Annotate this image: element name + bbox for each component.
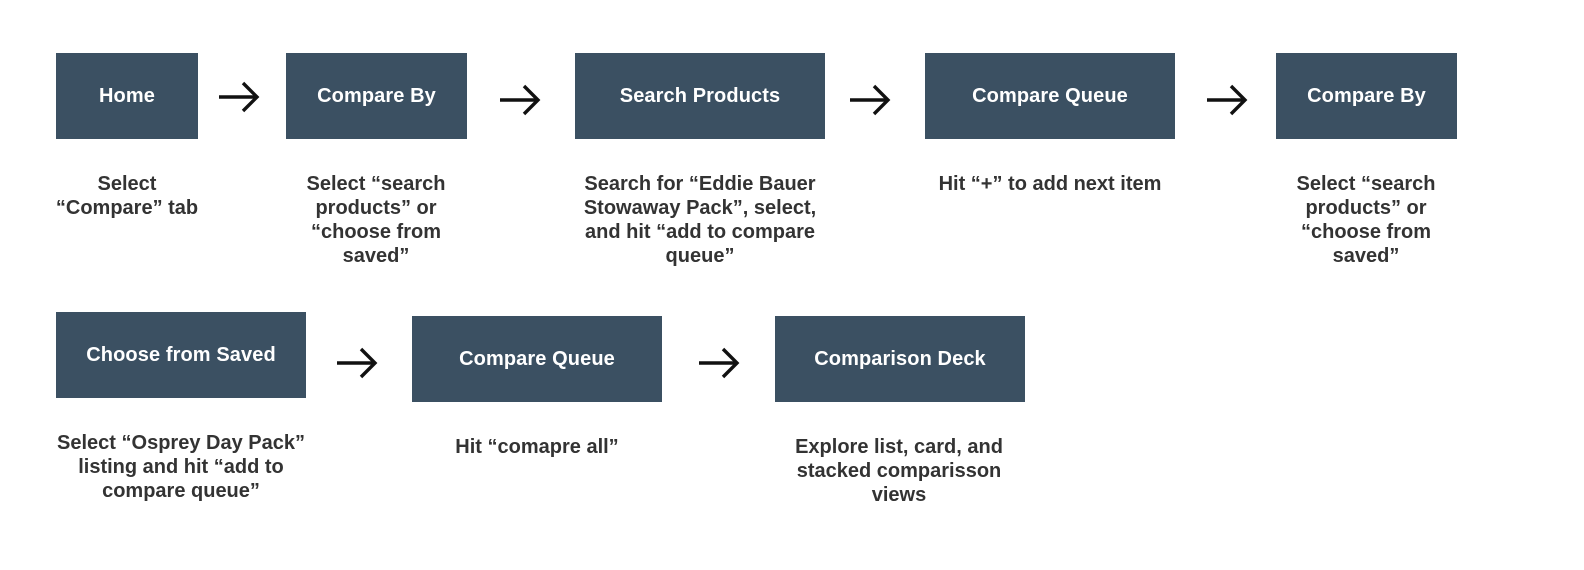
step-box-home: Home [56, 53, 198, 139]
step-box-compare-queue: Compare Queue [925, 53, 1175, 139]
arrow-right-icon [697, 346, 741, 380]
step-box-comparison-deck: Comparison Deck [775, 316, 1025, 402]
arrow-right-icon [1205, 83, 1249, 117]
arrow-right-icon [498, 83, 542, 117]
arrow-right-icon [217, 80, 261, 114]
caption-choose-from-saved: Select “Osprey Day Pack”listing and hit … [57, 432, 305, 502]
step-box-compare-queue-2: Compare Queue [412, 316, 662, 402]
step-box-compare-by: Compare By [286, 53, 467, 139]
caption-home: Select“Compare” tab [55, 173, 199, 219]
arrow-right-icon [335, 346, 379, 380]
step-box-choose-from-saved: Choose from Saved [56, 312, 306, 398]
arrow-right-icon [848, 83, 892, 117]
step-box-search-products: Search Products [575, 53, 825, 139]
caption-compare-queue: Hit “+” to add next item [938, 173, 1162, 195]
caption-compare-queue-2: Hit “comapre all” [455, 436, 619, 458]
step-box-compare-by-2: Compare By [1276, 53, 1457, 139]
